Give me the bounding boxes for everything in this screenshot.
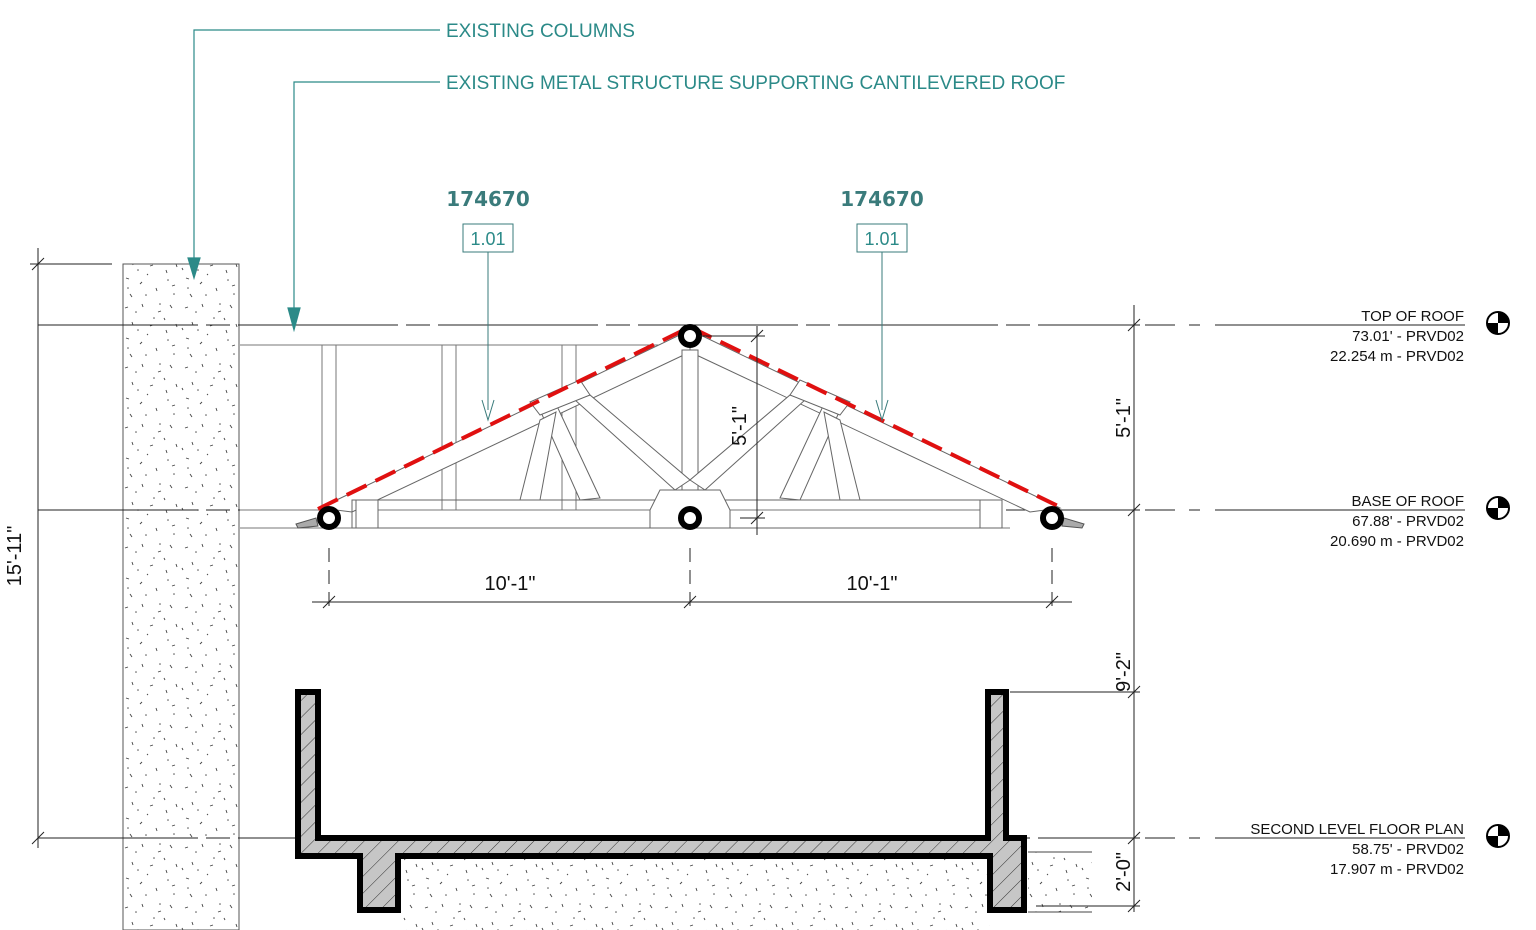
foundation-concrete bbox=[400, 856, 990, 930]
callout-existing-columns: EXISTING COLUMNS bbox=[446, 21, 635, 42]
dim-truss-height-outer: 5'-1" bbox=[1113, 398, 1135, 438]
level-marker-icon bbox=[1486, 824, 1510, 848]
node-left bbox=[317, 506, 341, 530]
roof-profile-line bbox=[317, 324, 1065, 511]
level-name: SECOND LEVEL FLOOR PLAN bbox=[1250, 821, 1464, 838]
callout-existing-metal-structure: EXISTING METAL STRUCTURE SUPPORTING CANT… bbox=[446, 73, 1065, 94]
tag-right: 174670 1.01 bbox=[840, 187, 924, 422]
node-center-bottom bbox=[678, 506, 702, 530]
dim-truss-height-inner: 5'-1" bbox=[729, 406, 751, 446]
level-metric: 17.907 m - PRVD02 bbox=[1330, 861, 1464, 878]
tag-ref-left: 1.01 bbox=[470, 229, 505, 249]
callout-leaders bbox=[187, 29, 440, 333]
node-right bbox=[1040, 506, 1064, 530]
dim-wall-height: 9'-2" bbox=[1113, 652, 1135, 692]
level-name: TOP OF ROOF bbox=[1361, 308, 1464, 325]
level-marker-icon bbox=[1486, 496, 1510, 520]
node-apex bbox=[678, 324, 702, 348]
level-name: BASE OF ROOF bbox=[1351, 493, 1464, 510]
level-marker-icon bbox=[1486, 311, 1510, 335]
level-base-of-roof: BASE OF ROOF 67.88' - PRVD02 20.690 m - … bbox=[1330, 493, 1464, 550]
truss-nodes bbox=[317, 324, 1064, 530]
foundation-concrete-right bbox=[1028, 852, 1092, 912]
level-lines bbox=[38, 324, 1465, 839]
level-imperial: 73.01' - PRVD02 bbox=[1352, 328, 1464, 345]
level-metric: 22.254 m - PRVD02 bbox=[1330, 348, 1464, 365]
level-imperial: 67.88' - PRVD02 bbox=[1352, 513, 1464, 530]
floor-wall-section bbox=[295, 689, 1027, 913]
dim-total-height: 15'-11" bbox=[4, 526, 26, 587]
tag-id-left: 174670 bbox=[446, 187, 530, 211]
existing-column bbox=[122, 263, 240, 930]
tag-left: 174670 1.01 bbox=[446, 187, 530, 422]
dim-span-right: 10'-1" bbox=[847, 573, 898, 595]
dim-span-left: 10'-1" bbox=[485, 573, 536, 595]
tag-id-right: 174670 bbox=[840, 187, 924, 211]
level-second-floor: SECOND LEVEL FLOOR PLAN 58.75' - PRVD02 … bbox=[1250, 821, 1464, 878]
tag-ref-right: 1.01 bbox=[864, 229, 899, 249]
level-metric: 20.690 m - PRVD02 bbox=[1330, 533, 1464, 550]
dim-slab-depth: 2'-0" bbox=[1113, 852, 1135, 892]
level-imperial: 58.75' - PRVD02 bbox=[1352, 841, 1464, 858]
level-top-of-roof: TOP OF ROOF 73.01' - PRVD02 22.254 m - P… bbox=[1330, 308, 1464, 365]
roof-truss bbox=[318, 329, 1062, 529]
dimension-lines bbox=[30, 248, 1141, 913]
